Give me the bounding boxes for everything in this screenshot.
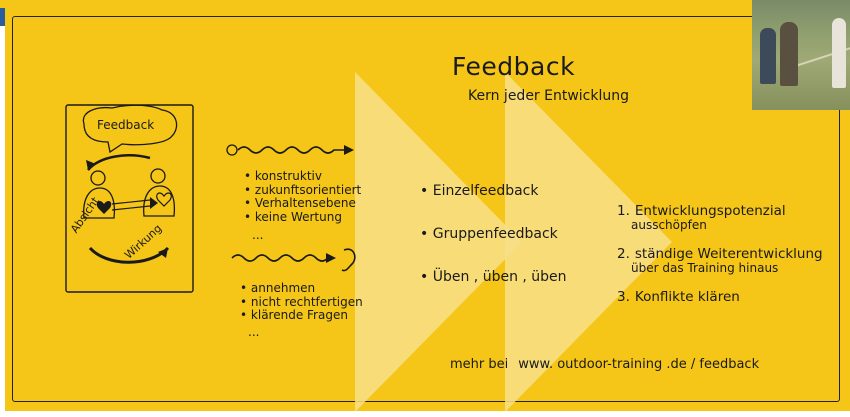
list-item: keine Wertung (244, 210, 361, 225)
cycle-arrowhead-bottom (158, 248, 168, 258)
goal-line2: über das Training hinaus (631, 261, 779, 275)
wavy-arrowhead-giving (344, 145, 354, 155)
goals-list: 1.Entwicklungspotenzial ausschöpfen 2.st… (617, 204, 823, 319)
chevron-arrow-2 (505, 72, 672, 412)
heart-mini-icon (226, 144, 238, 156)
photo-person (760, 28, 776, 84)
footer-prefix: mehr bei (450, 357, 509, 372)
top-border-strip (0, 0, 850, 8)
receiving-rules-list: annehmen nicht rechtfertigen klärende Fr… (240, 281, 363, 323)
list-item: zukunftsorientiert (244, 183, 361, 198)
page-subtitle: Kern jeder Entwicklung (468, 88, 630, 104)
page-title: Feedback (452, 52, 576, 81)
receiving-more: ... (248, 325, 260, 339)
connect-arrowhead (150, 197, 158, 209)
goal-number: 1. (617, 203, 630, 219)
outdoor-training-photo (752, 0, 850, 110)
ear-icon (341, 248, 356, 272)
list-item: konstruktiv (244, 169, 361, 184)
list-item: nicht rechtfertigen (240, 295, 363, 310)
photo-person (832, 18, 846, 88)
list-item: annehmen (240, 281, 363, 296)
heart-left-icon (96, 201, 112, 214)
goal-number: 3. (617, 289, 630, 305)
cycle-arrow-top (87, 154, 151, 171)
goal-line1: ständige Weiterentwicklung (634, 246, 823, 262)
chevron-arrow-1 (355, 72, 522, 412)
goal-item: 1.Entwicklungspotenzial ausschöpfen (617, 204, 823, 232)
goal-number: 2. (617, 246, 630, 262)
goal-line1: Entwicklungspotenzial (634, 203, 786, 219)
goal-line1: Konflikte klären (634, 289, 740, 305)
feedback-methods-list: Einzelfeedback Gruppenfeedback Üben , üb… (420, 183, 567, 312)
hand-drawn-frame (12, 16, 840, 402)
list-item: Verhaltensebene (244, 196, 361, 211)
cycle-arrowhead-top (86, 160, 96, 170)
speech-bubble-icon (82, 104, 178, 154)
giving-more: ... (252, 228, 264, 242)
photo-person (780, 22, 798, 86)
person-right-head-icon (150, 168, 166, 184)
goal-item: 3.Konflikte klären (617, 290, 823, 304)
method-item: Gruppenfeedback (420, 226, 567, 242)
wavy-arrow-receiving (231, 254, 334, 262)
method-item: Üben , üben , üben (420, 269, 567, 285)
connect-arrow-2 (111, 205, 151, 211)
connect-arrow-1 (111, 199, 151, 205)
heart-right-icon (156, 192, 172, 207)
goal-item: 2.ständige Weiterentwicklung über das Tr… (617, 247, 823, 275)
person-left-head-icon (90, 170, 106, 186)
goal-line2: ausschöpfen (631, 218, 707, 232)
footer-link[interactable]: www. outdoor-training .de / feedback (518, 357, 760, 372)
method-item: Einzelfeedback (420, 183, 567, 199)
sketch-bubble-label: Feedback (97, 118, 155, 132)
wavy-arrowhead-receiving (326, 253, 336, 263)
list-item: klärende Fragen (240, 308, 363, 323)
person-left-body-icon (83, 187, 116, 219)
blue-edge-tab (0, 8, 5, 26)
giving-rules-list: konstruktiv zukunftsorientiert Verhalten… (244, 169, 361, 225)
wavy-arrow-giving (237, 146, 344, 154)
footer-note: mehr bei www. outdoor-training .de / feed… (450, 357, 759, 372)
